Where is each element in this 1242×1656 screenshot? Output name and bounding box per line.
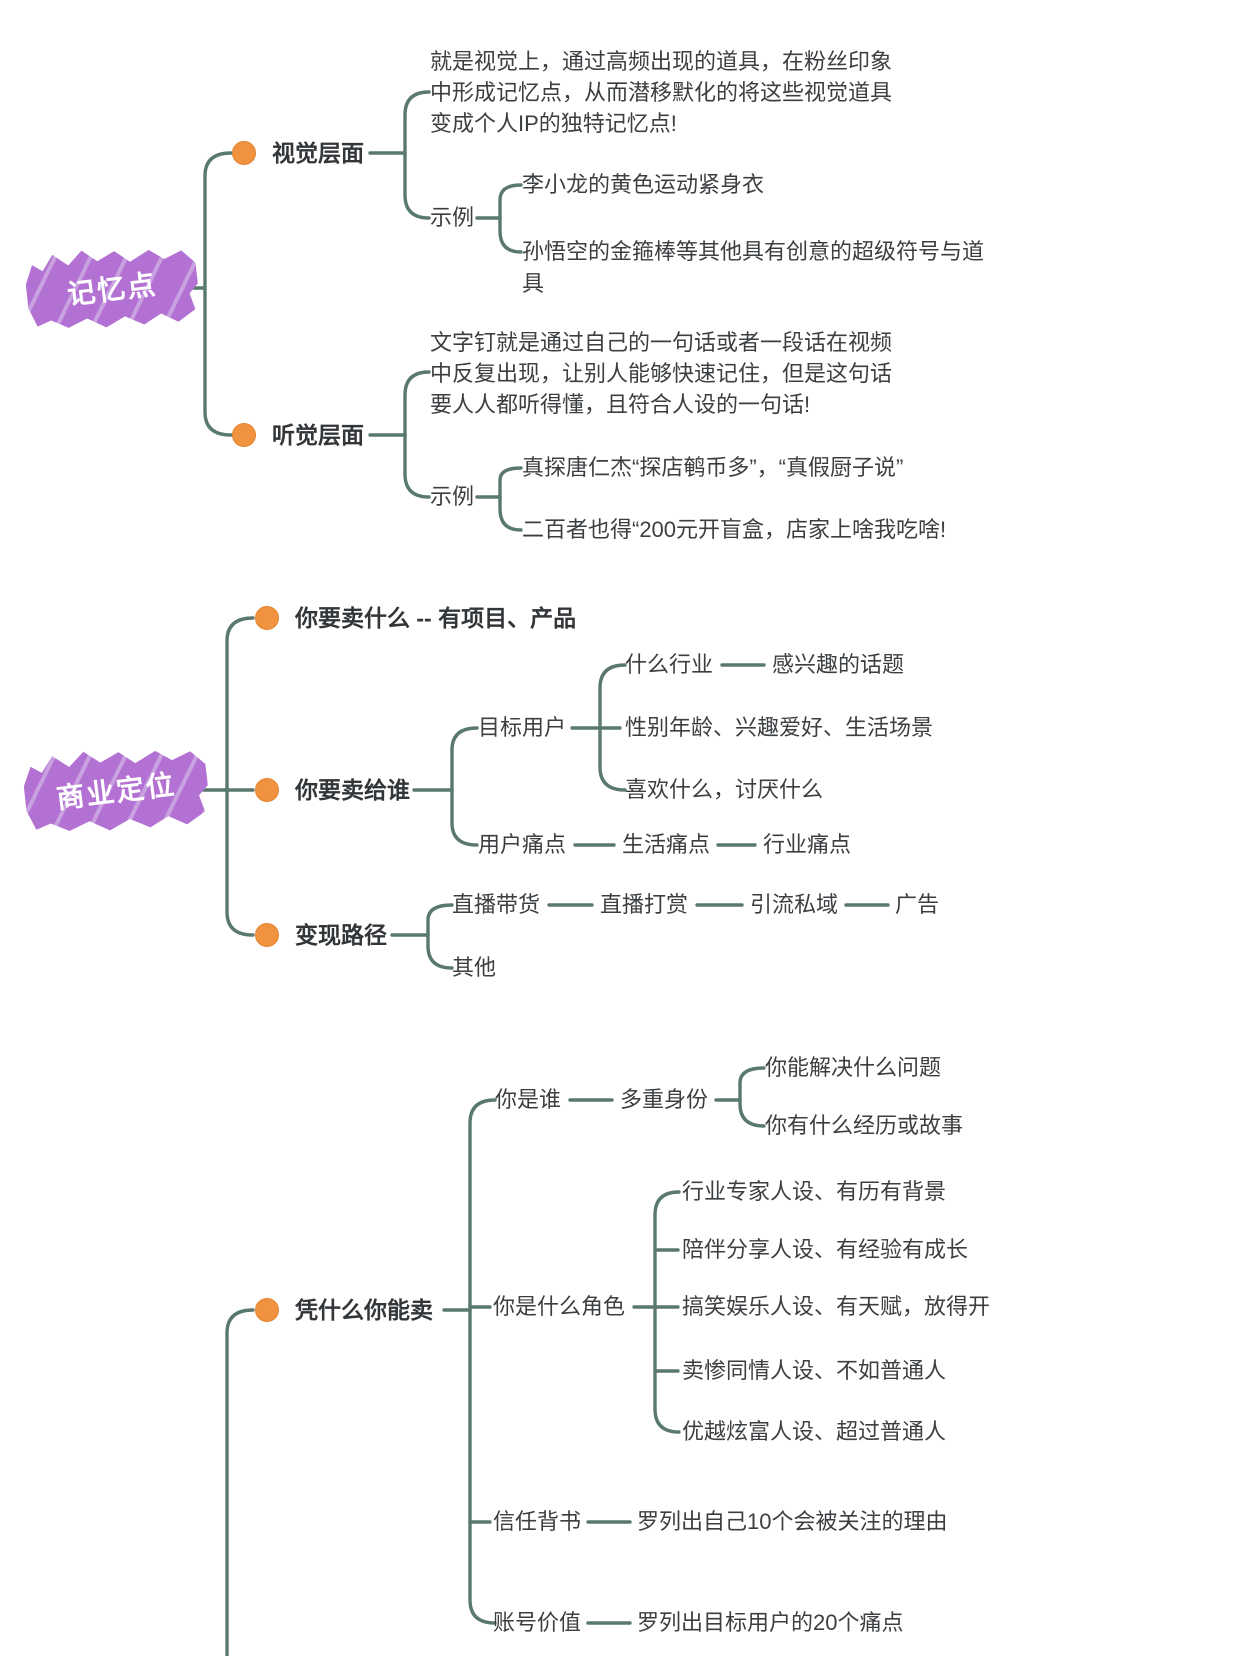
node-audio-level[interactable]: 听觉层面 xyxy=(272,422,364,448)
note-visual-level[interactable]: 就是视觉上，通过高频出现的道具，在粉丝印象 中形成记忆点，从而潜移默化的将这些视… xyxy=(430,49,893,136)
branch-line xyxy=(225,616,255,937)
node-target-user[interactable]: 目标用户 xyxy=(478,715,567,740)
node-bullet xyxy=(255,778,279,802)
node-why-you-can-sell[interactable]: 凭什么你能卖 xyxy=(295,1297,433,1323)
branch-line xyxy=(450,726,479,847)
node-other[interactable]: 其他 xyxy=(452,955,497,980)
branch-line xyxy=(403,90,431,220)
branch-line xyxy=(403,370,431,499)
branch-line xyxy=(498,183,523,254)
branch-line xyxy=(738,1066,766,1128)
node-persona-expert[interactable]: 行业专家人设、有历有背景 xyxy=(682,1179,947,1204)
node-trust-reasons[interactable]: 罗列出自己10个会被关注的理由 xyxy=(637,1509,948,1534)
node-demographics[interactable]: 性别年龄、兴趣爱好、生活场景 xyxy=(625,715,934,740)
branch-line xyxy=(468,1098,497,1625)
example-tanren-jie[interactable]: 真探唐仁杰“探店鹌币多”，“真假厨子说” xyxy=(522,455,904,480)
example-monkey-king[interactable]: 孙悟空的金箍棒等其他具有创意的超级符号与道具 xyxy=(522,239,985,296)
node-bullet xyxy=(255,923,279,947)
branch-line xyxy=(203,151,233,437)
node-life-pain[interactable]: 生活痛点 xyxy=(622,832,711,857)
node-industry-pain[interactable]: 行业痛点 xyxy=(763,832,852,857)
branch-line xyxy=(653,1190,681,1434)
node-visual-level[interactable]: 视觉层面 xyxy=(272,140,364,166)
node-persona-funny[interactable]: 搞笑娱乐人设、有天赋，放得开 xyxy=(682,1294,991,1319)
node-trust-endorsement[interactable]: 信任背书 xyxy=(493,1509,582,1534)
node-solve-what-problems[interactable]: 你能解决什么问题 xyxy=(765,1055,942,1080)
node-monetization-path[interactable]: 变现路径 xyxy=(295,922,387,948)
topic-memory-points-label: 记忆点 xyxy=(65,268,159,311)
node-multiple-identities[interactable]: 多重身份 xyxy=(620,1087,709,1112)
topic-business-positioning[interactable]: 商业定位 xyxy=(23,746,210,834)
node-persona-wealth[interactable]: 优越炫富人设、超过普通人 xyxy=(682,1419,947,1444)
example-erbai-zheye[interactable]: 二百者也得“200元开盲盒，店家上啥我吃啥! xyxy=(522,517,947,542)
node-audio-example[interactable]: 示例 xyxy=(430,484,475,509)
node-bullet xyxy=(255,1298,279,1322)
node-bullet xyxy=(232,141,256,165)
node-what-role[interactable]: 你是什么角色 xyxy=(493,1294,626,1319)
node-what-industry[interactable]: 什么行业 xyxy=(625,652,714,677)
node-live-tipping[interactable]: 直播打赏 xyxy=(600,892,689,917)
node-likes-dislikes[interactable]: 喜欢什么，讨厌什么 xyxy=(625,777,824,802)
node-interested-topics[interactable]: 感兴趣的话题 xyxy=(772,652,905,677)
node-ads[interactable]: 广告 xyxy=(895,892,940,917)
node-visual-example[interactable]: 示例 xyxy=(430,205,475,230)
topic-business-positioning-label: 商业定位 xyxy=(54,768,178,815)
note-audio-level[interactable]: 文字钉就是通过自己的一句话或者一段话在视频 中反复出现，让别人能够快速记住，但是… xyxy=(430,330,893,417)
branch-line xyxy=(598,663,627,792)
node-who-are-you[interactable]: 你是谁 xyxy=(495,1087,562,1112)
branch-line xyxy=(426,903,454,970)
node-private-traffic[interactable]: 引流私域 xyxy=(750,892,839,917)
node-account-pain-points[interactable]: 罗列出目标用户的20个痛点 xyxy=(637,1610,904,1635)
branch-line xyxy=(225,1308,255,1656)
node-what-to-sell[interactable]: 你要卖什么 -- 有项目、产品 xyxy=(295,605,577,631)
node-user-pain[interactable]: 用户痛点 xyxy=(478,832,567,857)
branch-line xyxy=(498,466,523,532)
node-persona-sympathy[interactable]: 卖惨同情人设、不如普通人 xyxy=(682,1358,947,1383)
node-account-value[interactable]: 账号价值 xyxy=(493,1610,582,1635)
topic-memory-points[interactable]: 记忆点 xyxy=(25,245,200,331)
node-bullet xyxy=(232,423,256,447)
example-bruce-lee[interactable]: 李小龙的黄色运动紧身衣 xyxy=(522,172,765,197)
node-experience-story[interactable]: 你有什么经历或故事 xyxy=(765,1113,964,1138)
node-persona-companion[interactable]: 陪伴分享人设、有经验有成长 xyxy=(682,1237,969,1262)
node-live-commerce[interactable]: 直播带货 xyxy=(452,892,541,917)
node-bullet xyxy=(255,606,279,630)
node-sell-to-whom[interactable]: 你要卖给谁 xyxy=(295,777,410,803)
